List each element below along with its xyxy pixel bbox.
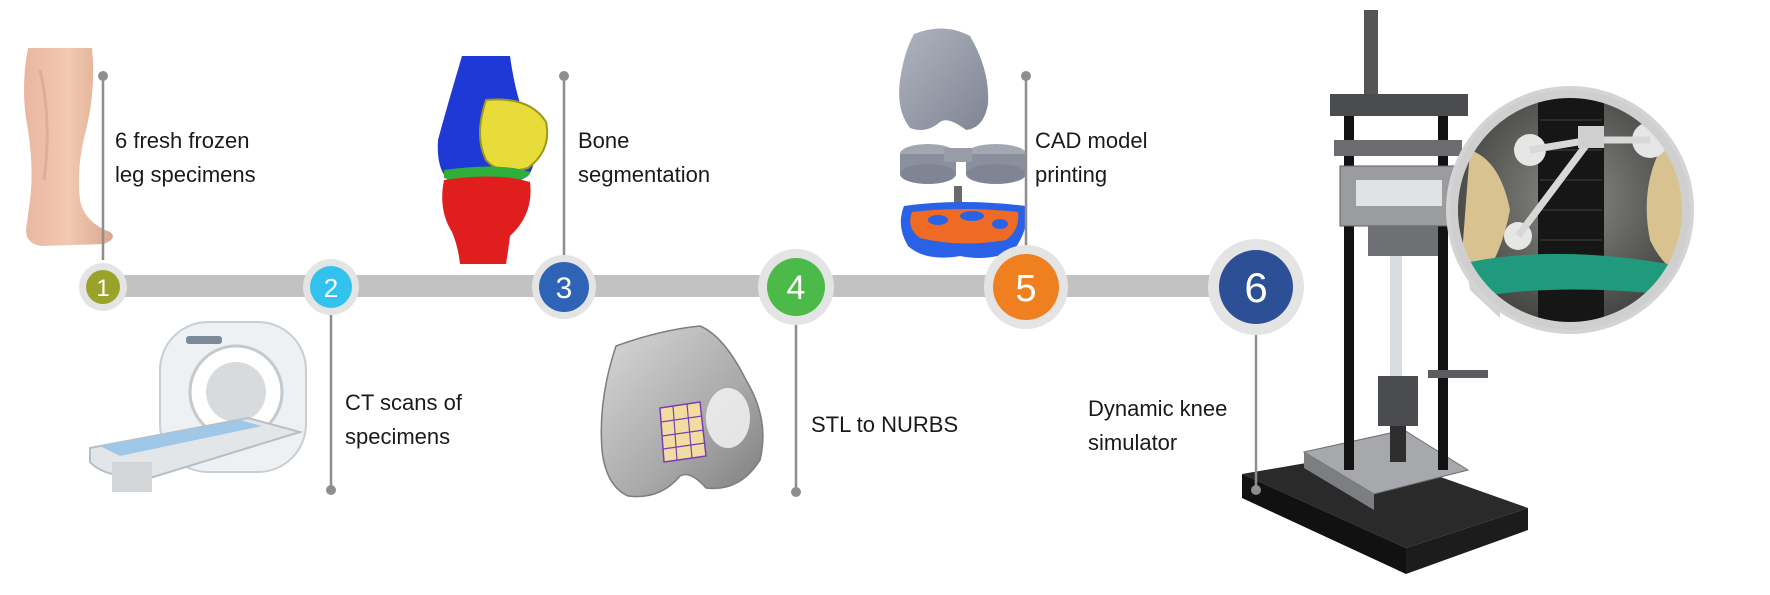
- step-node-4: 4: [758, 249, 834, 325]
- step-label-5: CAD model printing: [1035, 124, 1147, 192]
- step-label-3: Bone segmentation: [578, 124, 710, 192]
- step-circle-3: [539, 262, 589, 312]
- step-number-3: 3: [556, 272, 573, 305]
- step-number-5: 5: [1015, 268, 1036, 310]
- timeline-bar: [100, 275, 1260, 297]
- connector-lines: [98, 71, 1261, 497]
- step-label-6: Dynamic knee simulator: [1088, 392, 1227, 460]
- step-number-2: 2: [324, 273, 338, 303]
- step-label-1: 6 fresh frozen leg specimens: [115, 124, 256, 192]
- connector-dot-1: [98, 71, 108, 81]
- step-label-6-line-2: simulator: [1088, 430, 1178, 455]
- step-label-3-line-1: Bone: [578, 128, 630, 153]
- step-number-6: 6: [1244, 264, 1267, 311]
- step-node-1: 1: [79, 263, 127, 311]
- bone-segmentation-illustration: [437, 56, 549, 264]
- step-circle-1: [86, 270, 120, 304]
- simulator-zoom-photo: [1446, 86, 1694, 334]
- step-label-5-line-2: printing: [1035, 162, 1108, 187]
- step-label-4-line-1: STL to NURBS: [811, 412, 959, 437]
- step-label-6-line-1: Dynamic knee: [1088, 396, 1228, 421]
- stl-femur-illustration: [600, 325, 764, 498]
- connector-dot-6: [1251, 485, 1261, 495]
- ct-scanner-illustration: [89, 321, 307, 492]
- step-circle-4: [767, 258, 825, 316]
- step-circle-2: [310, 266, 352, 308]
- connector-dot-5: [1021, 71, 1031, 81]
- cad-model-illustration: [899, 28, 1027, 258]
- step-label-1-line-1: 6 fresh frozen: [115, 128, 250, 153]
- step-label-5-line-1: CAD model: [1035, 128, 1148, 153]
- step-node-2: 2: [303, 259, 359, 315]
- step-label-4: STL to NURBS: [811, 408, 958, 442]
- step-node-3: 3: [532, 255, 596, 319]
- step-label-2: CT scans of specimens: [345, 386, 462, 454]
- connector-dot-3: [559, 71, 569, 81]
- step-label-2-line-2: specimens: [345, 424, 451, 449]
- step-node-6: 6: [1208, 239, 1304, 335]
- step-number-4: 4: [787, 269, 806, 307]
- step-number-1: 1: [96, 275, 109, 302]
- step-circle-5: [993, 254, 1059, 320]
- step-circle-6: [1219, 250, 1293, 324]
- connector-dot-2: [326, 485, 336, 495]
- step-label-2-line-1: CT scans of: [345, 390, 462, 415]
- step-label-1-line-2: leg specimens: [115, 162, 256, 187]
- connector-dot-4: [791, 487, 801, 497]
- leg-specimen-illustration: [24, 48, 113, 246]
- step-label-3-line-2: segmentation: [578, 162, 711, 187]
- step-node-5: 5: [984, 245, 1068, 329]
